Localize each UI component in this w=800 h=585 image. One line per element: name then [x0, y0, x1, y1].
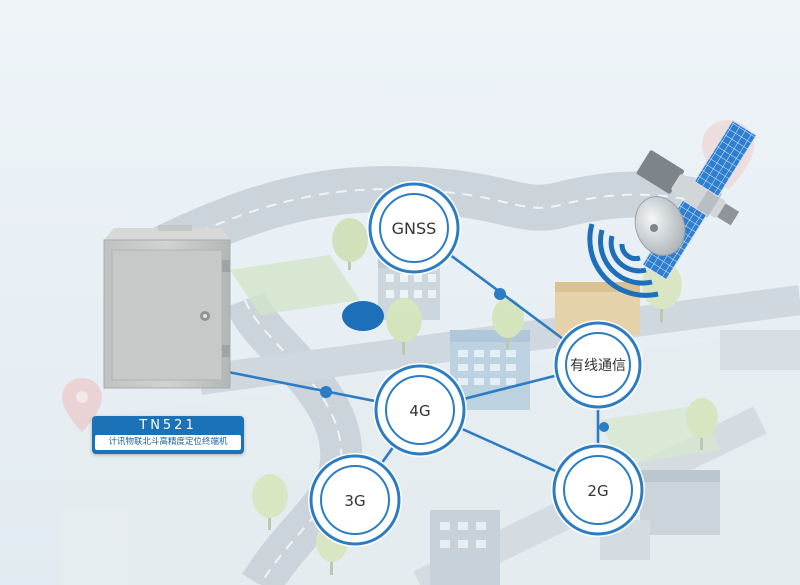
location-marker [342, 301, 384, 331]
node-label-gnss: GNSS [392, 219, 437, 238]
connector-dot [599, 422, 609, 432]
node-label-4g: 4G [409, 402, 430, 420]
node-4g: 4G [373, 363, 467, 457]
signal-waves-icon [587, 223, 659, 298]
node-label-wired: 有线通信 [570, 358, 626, 374]
node-label-3g: 3G [344, 492, 365, 510]
terminal-cabinet-icon [103, 225, 231, 389]
product-model: TN521 [139, 418, 197, 433]
product-label: TN521 计讯物联北斗高精度定位终端机 [92, 416, 244, 454]
connector-dots [320, 288, 609, 432]
satellite-icon [634, 119, 758, 281]
node-2g: 2G [551, 443, 645, 537]
node-gnss: GNSS [367, 181, 461, 275]
node-wired: 有线通信 [553, 320, 643, 410]
node-label-2g: 2G [587, 482, 608, 500]
node-3g: 3G [308, 453, 402, 547]
product-description: 计讯物联北斗高精度定位终端机 [95, 435, 241, 450]
connector-dot [320, 386, 332, 398]
connector-dot [494, 288, 506, 300]
